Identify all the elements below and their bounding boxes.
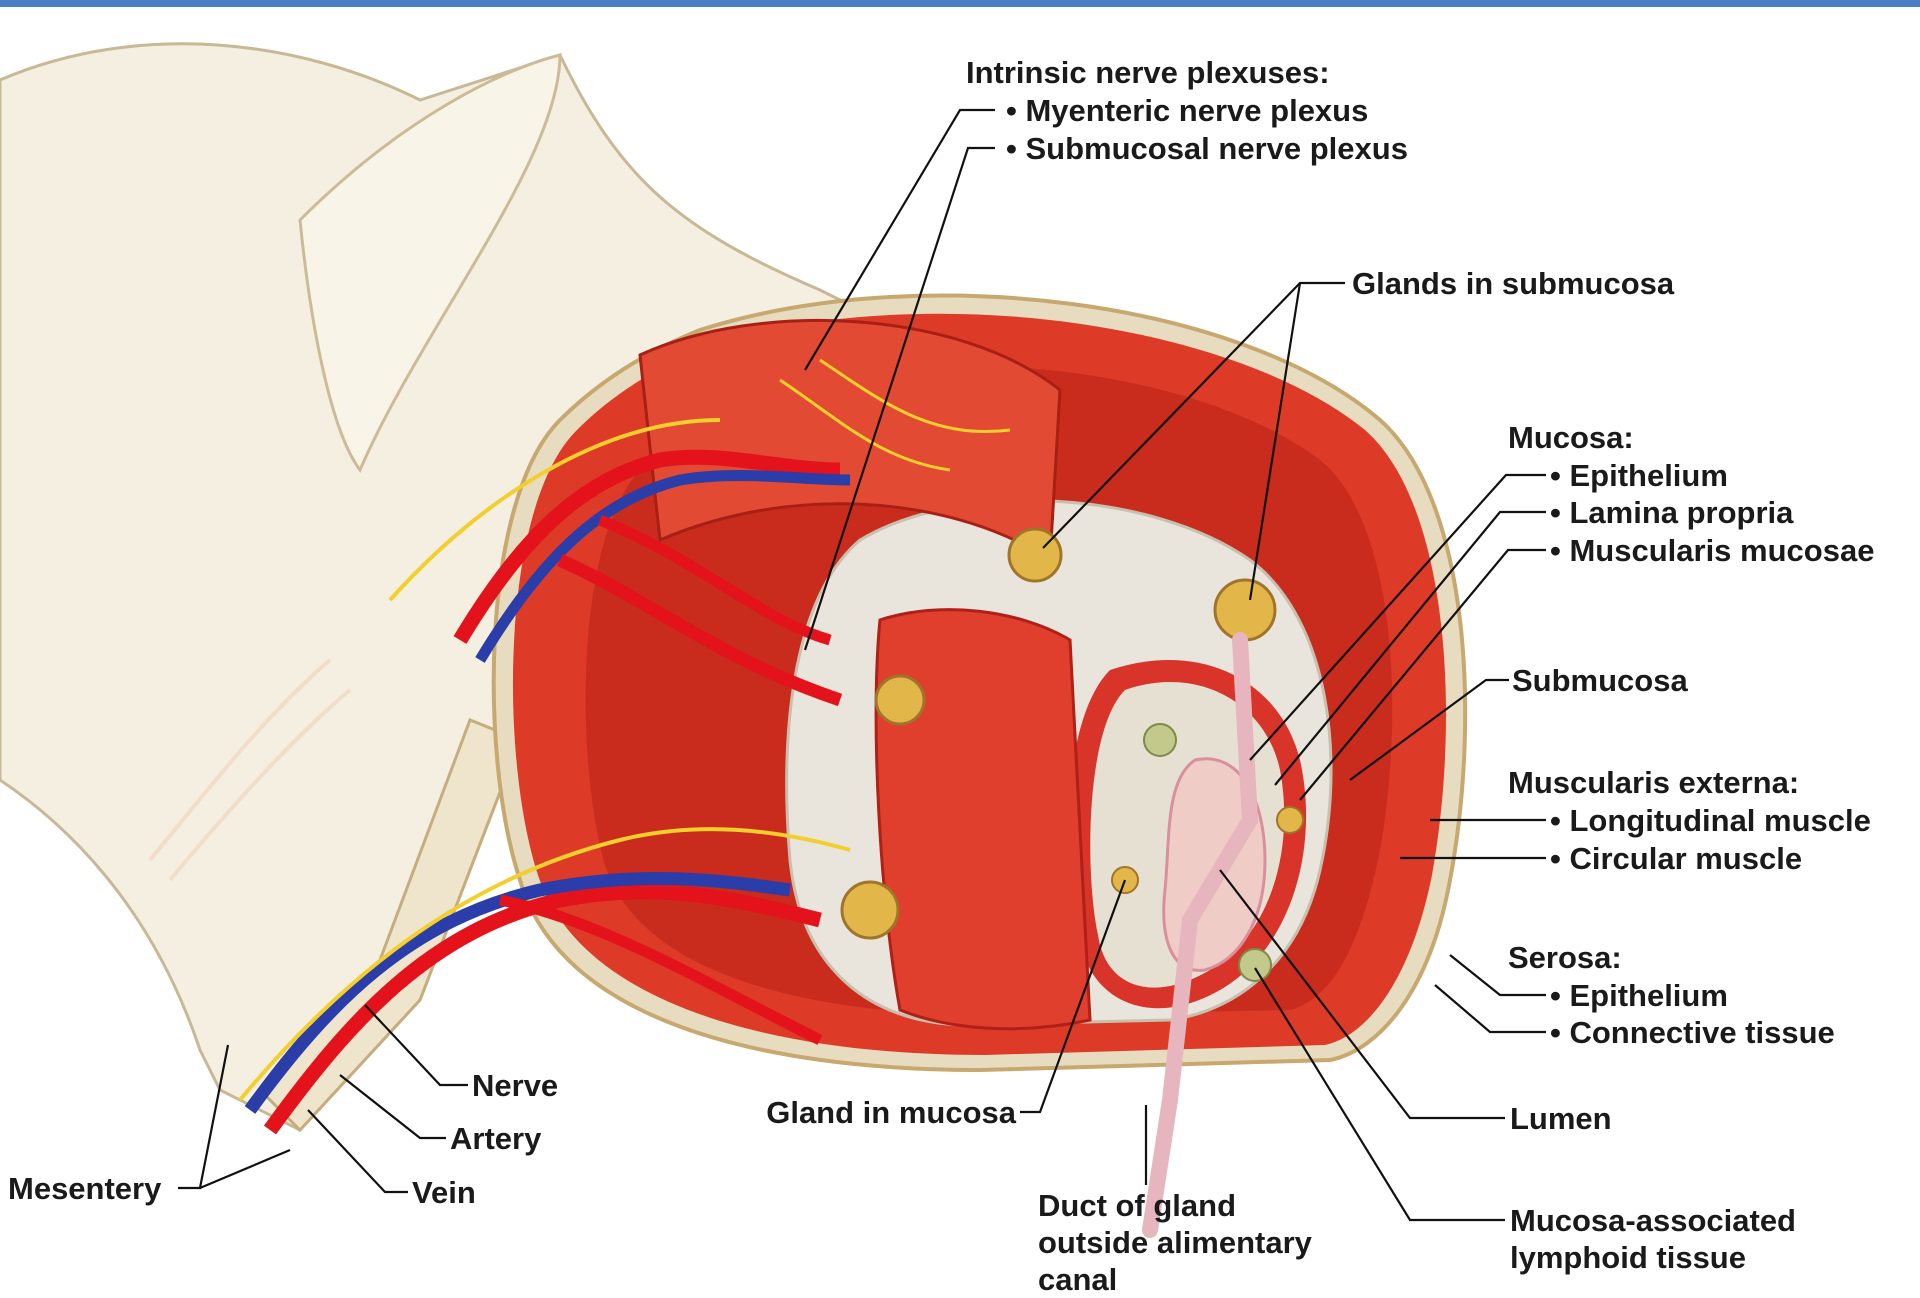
leader-vein	[308, 1110, 408, 1192]
label-mucosa-title: Mucosa:	[1508, 419, 1634, 456]
label-duct-line3: canal	[1038, 1261, 1117, 1298]
label-vein: Vein	[412, 1174, 476, 1211]
label-lumen: Lumen	[1510, 1100, 1612, 1137]
gland-mucosa-2	[1277, 807, 1303, 833]
label-longitudinal-muscle: Longitudinal muscle	[1550, 802, 1871, 839]
leader-connective	[1435, 985, 1546, 1032]
label-serosa-title: Serosa:	[1508, 939, 1622, 976]
label-lamina-propria: Lamina propria	[1550, 494, 1793, 531]
gland-submucosa-2	[1215, 580, 1275, 640]
label-muscularis-externa-title: Muscularis externa:	[1508, 764, 1799, 801]
label-duct-line2: outside alimentary	[1038, 1224, 1312, 1261]
label-serosa-epithelium: Epithelium	[1550, 977, 1728, 1014]
label-glands-submucosa: Glands in submucosa	[1352, 265, 1674, 302]
label-malt-line1: Mucosa-associated	[1510, 1202, 1796, 1239]
gland-submucosa-3	[876, 676, 924, 724]
leader-mesentery-2	[200, 1150, 290, 1188]
label-gland-in-mucosa: Gland in mucosa	[720, 1094, 1016, 1131]
label-duct-line1: Duct of gland	[1038, 1187, 1236, 1224]
label-submucosal-plexus: Submucosal nerve plexus	[1006, 130, 1408, 167]
inner-muscle-block	[876, 610, 1090, 1029]
label-nerve: Nerve	[472, 1067, 558, 1104]
lymphoid-nodule-2	[1239, 949, 1271, 981]
lymphoid-nodule-1	[1144, 724, 1176, 756]
label-mucosa-epithelium: Epithelium	[1550, 457, 1728, 494]
label-artery: Artery	[450, 1120, 541, 1157]
label-malt-line2: lymphoid tissue	[1510, 1239, 1746, 1276]
label-mesentery: Mesentery	[8, 1170, 161, 1207]
label-submucosa: Submucosa	[1512, 662, 1688, 699]
label-intrinsic-title: Intrinsic nerve plexuses:	[966, 54, 1330, 91]
label-connective-tissue: Connective tissue	[1550, 1014, 1835, 1051]
label-circular-muscle: Circular muscle	[1550, 840, 1802, 877]
label-muscularis-mucosae: Muscularis mucosae	[1550, 532, 1874, 569]
gland-submucosa-4	[842, 882, 898, 938]
label-myenteric: Myenteric nerve plexus	[1006, 92, 1368, 129]
leader-artery	[340, 1075, 446, 1138]
